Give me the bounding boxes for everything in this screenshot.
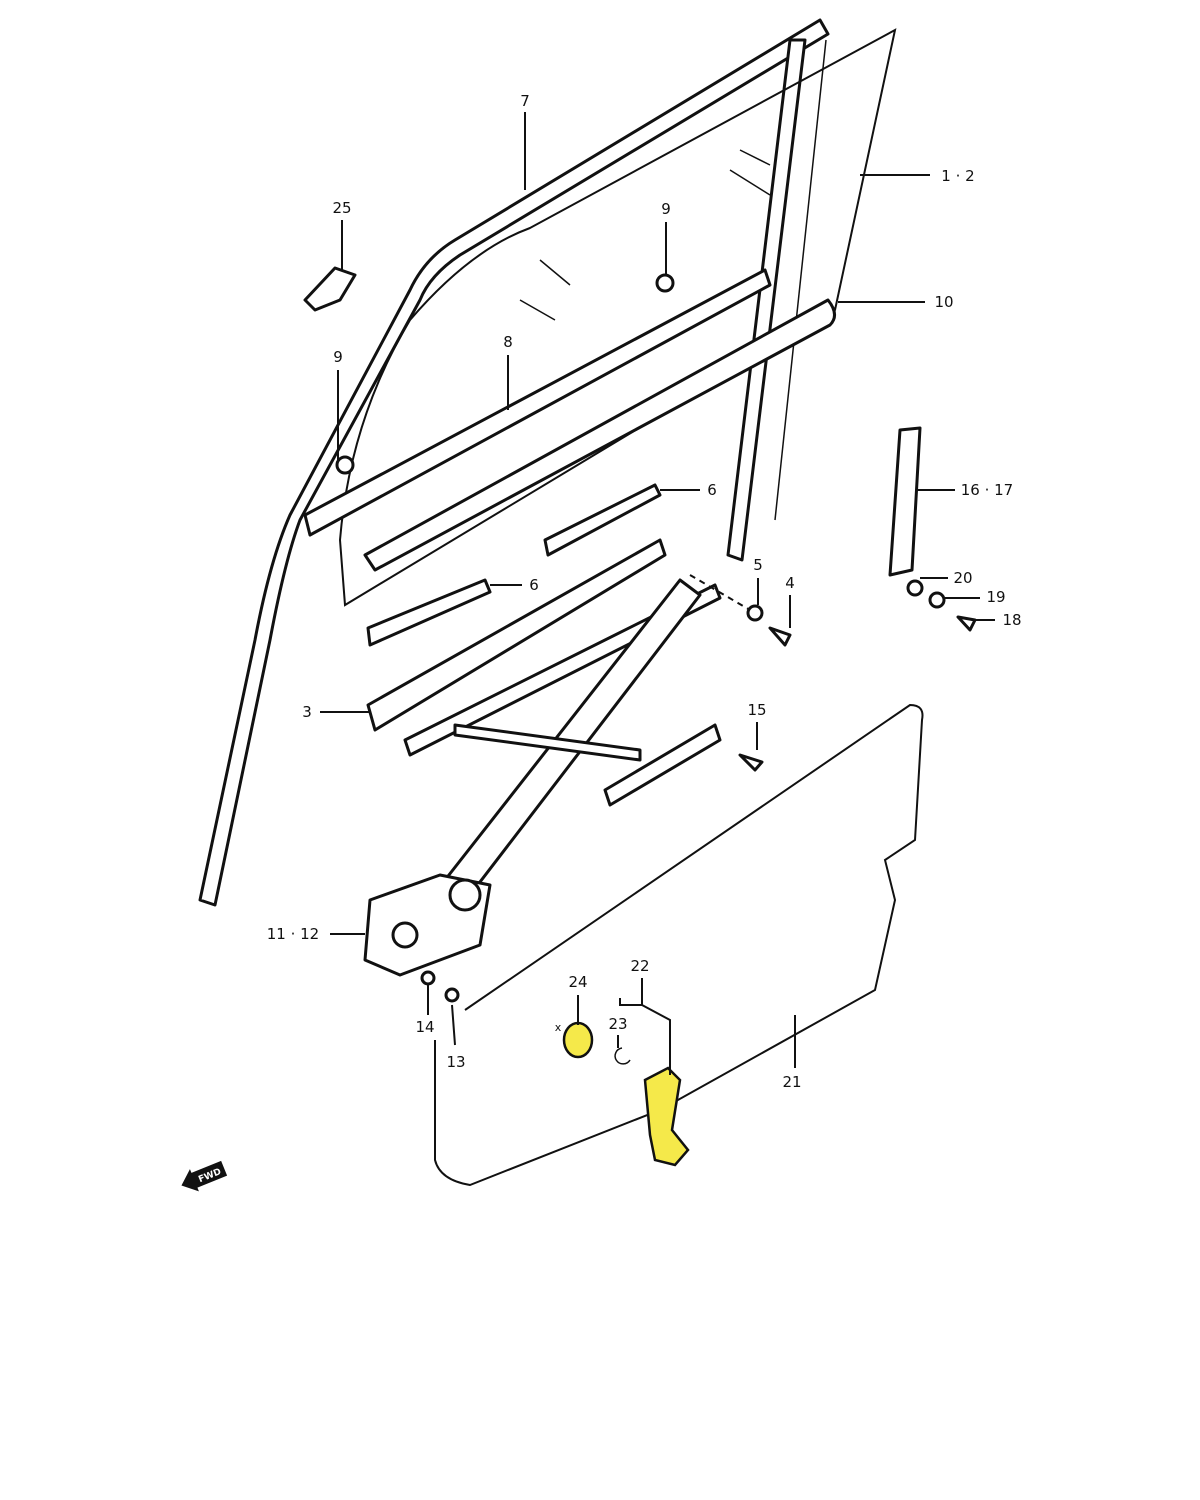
- label-11-12: 11 · 12: [267, 925, 319, 943]
- bolt-15-part: [738, 753, 764, 772]
- label-25: 25: [332, 199, 351, 217]
- label-9b: 9: [333, 348, 343, 366]
- washer-24-part: [562, 1021, 594, 1059]
- label-6b: 6: [529, 576, 539, 594]
- label-20: 20: [953, 569, 972, 587]
- label-6a: 6: [707, 481, 717, 499]
- label-1-2: 1 · 2: [941, 167, 974, 185]
- bracket-20-part: [906, 579, 924, 597]
- label-9a: 9: [661, 200, 671, 218]
- label-19: 19: [986, 588, 1005, 606]
- nut-5-part: [746, 604, 764, 622]
- label-4: 4: [785, 574, 795, 592]
- leader-lines: [320, 112, 995, 1075]
- part-number-labels: 7 1 · 2 25 9 10 9 8 6 16 · 17 6 5 4 20 1…: [267, 92, 1022, 1091]
- label-7: 7: [520, 92, 530, 110]
- trim-panel-part: [434, 703, 924, 1187]
- screw-18-part: [956, 615, 977, 632]
- clip-9b-part: [335, 455, 355, 475]
- door-frame-part: [198, 18, 830, 907]
- screw-13-part: [444, 987, 460, 1003]
- label-14: 14: [415, 1018, 434, 1036]
- channel-lower-part: [366, 578, 492, 647]
- label-21: 21: [782, 1073, 801, 1091]
- nut-19-part: [928, 591, 946, 609]
- label-16-17: 16 · 17: [961, 481, 1013, 499]
- forward-direction-arrow: FWD: [181, 1160, 228, 1192]
- clip-23-part: [614, 1047, 631, 1065]
- label-15: 15: [747, 701, 766, 719]
- label-3: 3: [302, 703, 312, 721]
- sash-channel-part: [366, 538, 667, 732]
- outer-weatherstrip-part: [363, 298, 836, 572]
- label-22: 22: [630, 957, 649, 975]
- window-handle-22-part: [643, 1066, 690, 1167]
- inner-weatherstrip-part: [303, 268, 772, 537]
- label-10: 10: [934, 293, 953, 311]
- label-24: 24: [568, 973, 587, 991]
- label-13: 13: [446, 1053, 465, 1071]
- rear-channel-part: [888, 426, 922, 577]
- channel-upper-part: [543, 483, 662, 557]
- note-mark: x: [555, 1021, 562, 1034]
- label-18: 18: [1002, 611, 1021, 629]
- label-8: 8: [503, 333, 513, 351]
- clip-9a-part: [655, 273, 675, 293]
- regulator-part: [363, 578, 722, 977]
- bolt-4-part: [768, 626, 792, 647]
- label-5: 5: [753, 556, 763, 574]
- screw-14-part: [420, 970, 436, 986]
- label-23: 23: [608, 1015, 627, 1033]
- clip-25-part: [303, 266, 357, 312]
